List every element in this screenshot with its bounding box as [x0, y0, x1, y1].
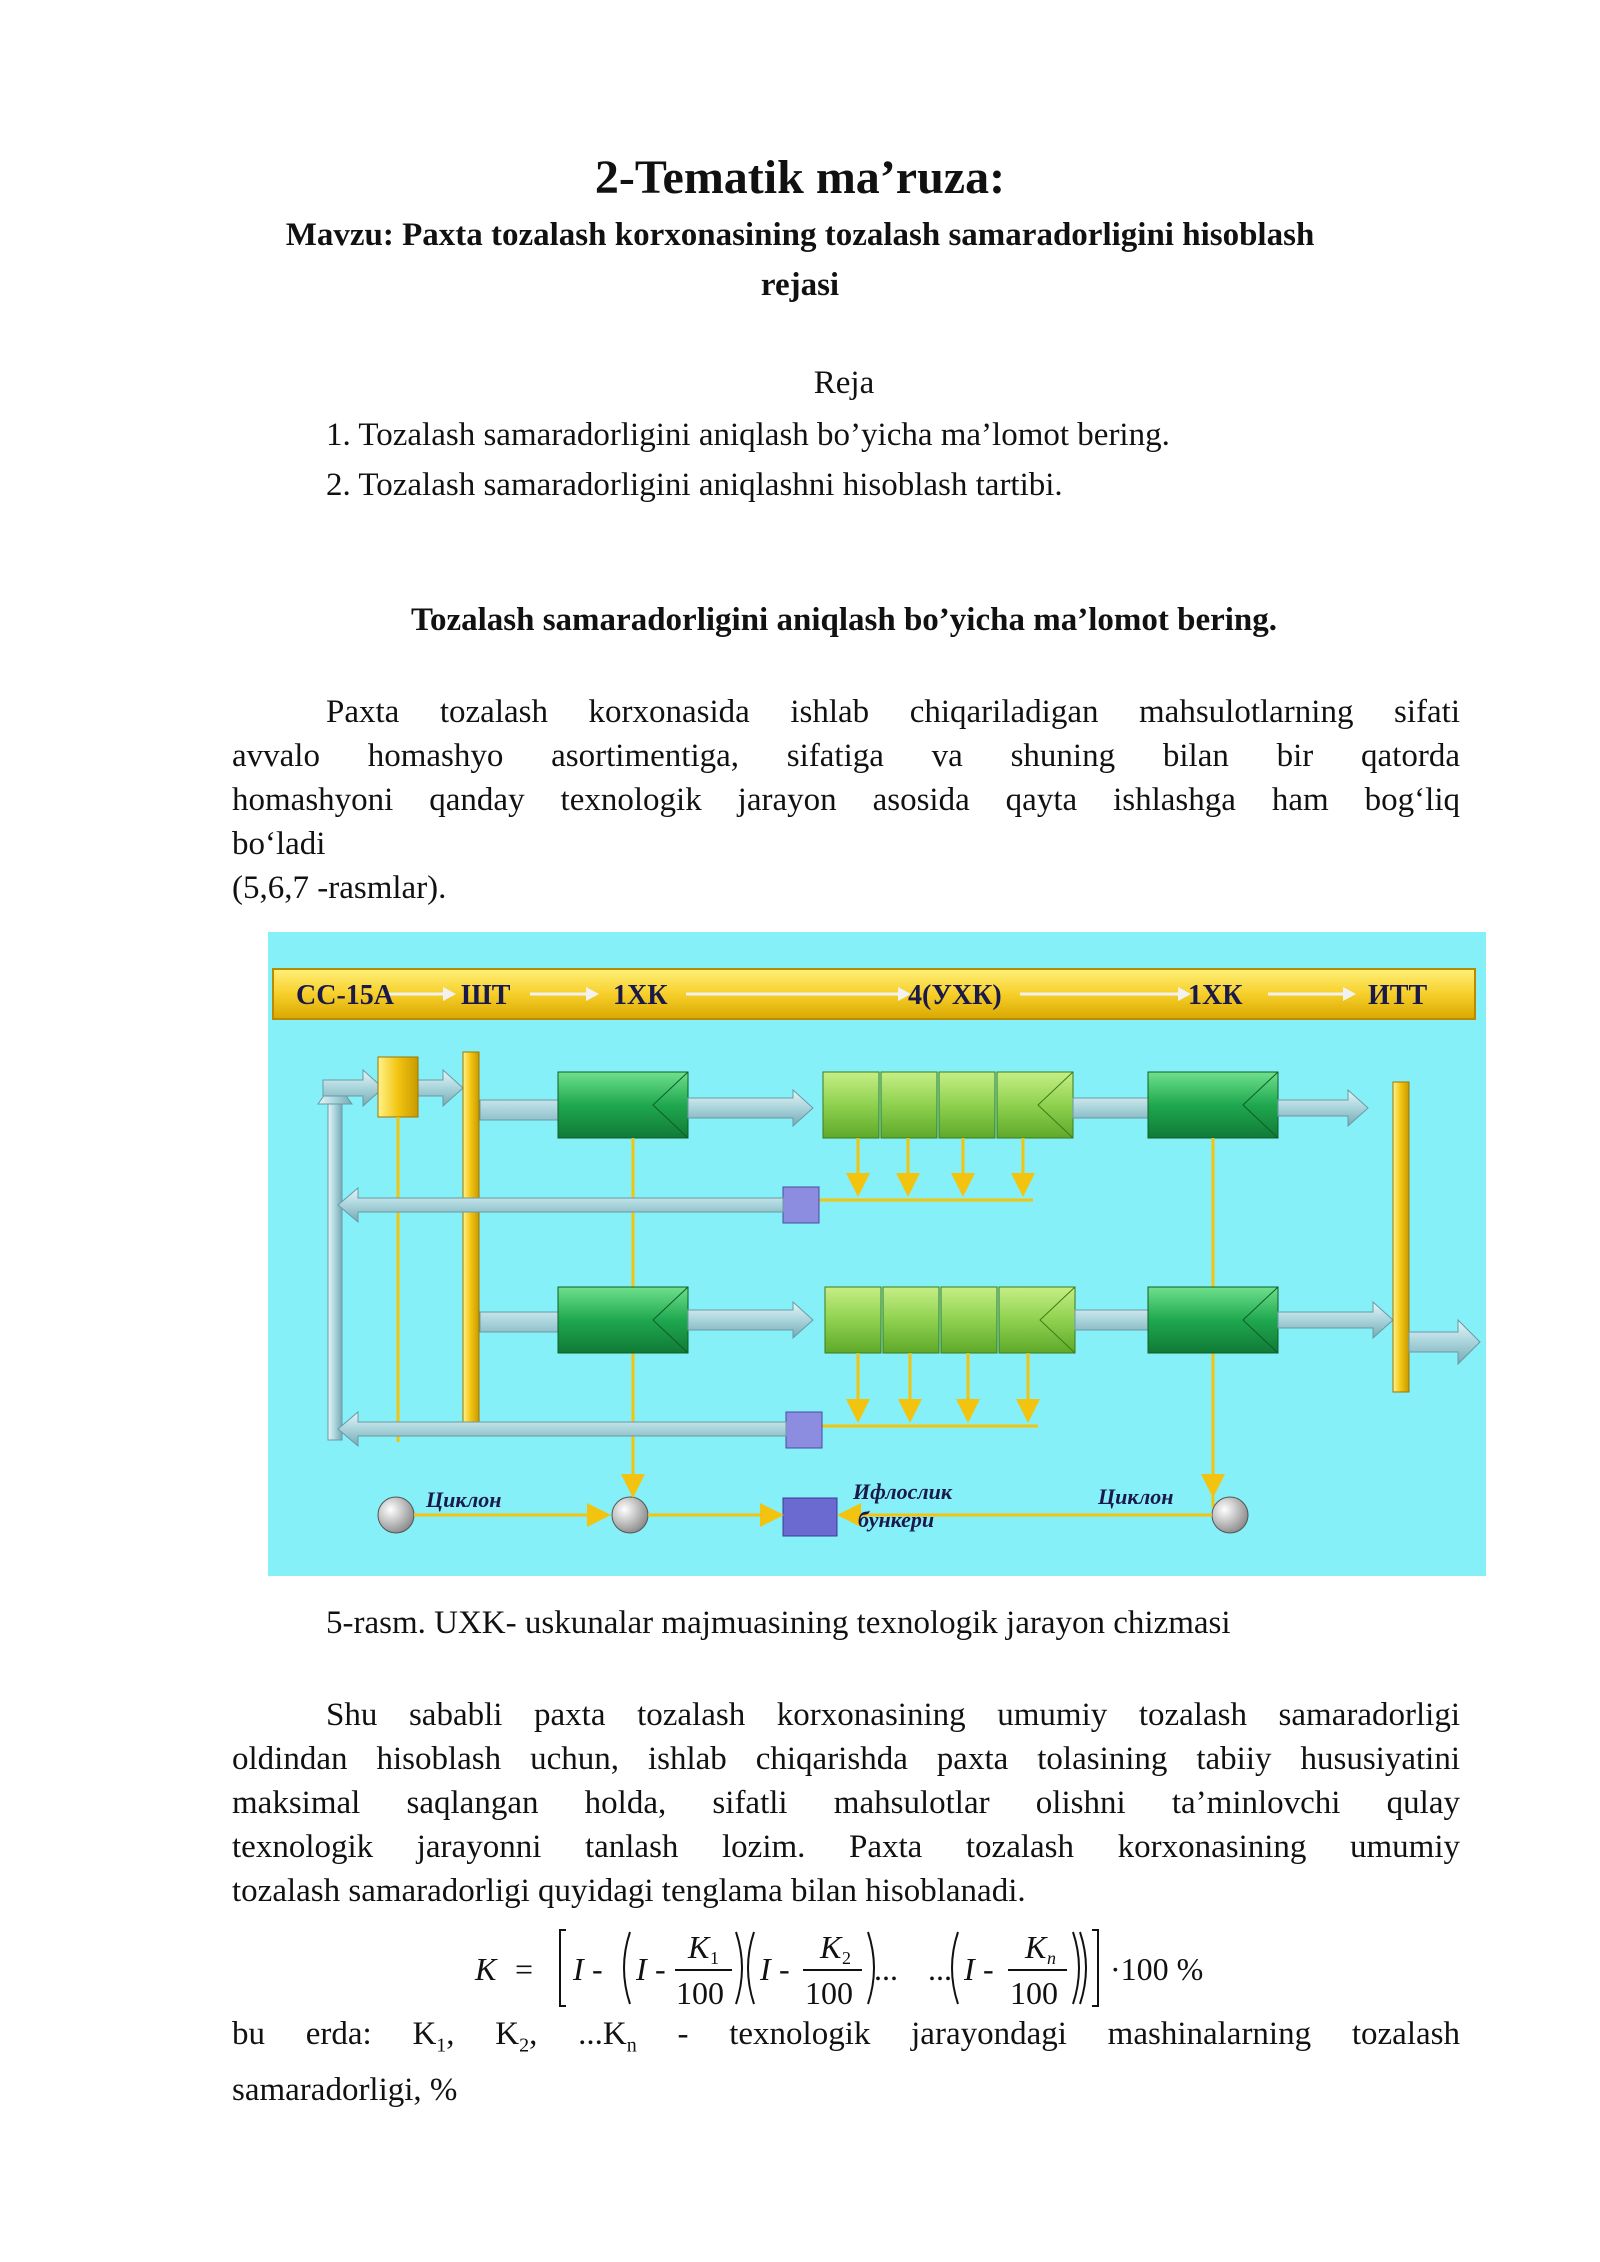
svg-text:-: - — [779, 1951, 790, 1987]
svg-text:100: 100 — [676, 1975, 724, 2011]
cleaner-2 — [1147, 1071, 1279, 1139]
svg-text:I: I — [572, 1951, 585, 1987]
dirt-bunker — [782, 1497, 838, 1537]
formula-k2: K — [819, 1929, 843, 1965]
bunker-1 — [782, 1186, 820, 1224]
para2-line-4: texnologik jarayonni tanlash lozim. Paxt… — [232, 1829, 1460, 1865]
svg-text:-: - — [983, 1951, 994, 1987]
plan-heading: Reja — [813, 365, 875, 401]
cleaner-3 — [557, 1286, 689, 1354]
para1-line-4: bo‘ladi — [232, 826, 326, 862]
header-label-5: 1ХК — [1188, 980, 1243, 1011]
plan-item-1: 1. Tozalash samaradorligini aniqlash bo’… — [326, 417, 1170, 453]
svg-text:...: ... — [874, 1951, 898, 1987]
note-line-2: samaradorligi, % — [232, 2071, 458, 2108]
label-cyclone-right: Циклон — [1097, 1484, 1173, 1509]
header-label-1: СС-15А — [296, 980, 395, 1011]
svg-text:100: 100 — [1010, 1975, 1058, 2011]
bunker-2 — [785, 1411, 823, 1449]
inlet-arrows — [322, 1068, 464, 1108]
right-conveyor — [1392, 1081, 1410, 1393]
para2-line-1: Shu sababli paxta tozalash korxonasining… — [326, 1697, 1460, 1733]
cyclone-row — [377, 1474, 1249, 1537]
svg-text:I: I — [963, 1951, 976, 1987]
formula-lhs: K — [474, 1951, 498, 1987]
svg-text:1: 1 — [710, 1948, 719, 1968]
para2-line-5: tozalash samaradorligi quyidagi tenglama… — [232, 1873, 1026, 1909]
plan-item-2: 2. Tozalash samaradorligini aniqlashni h… — [326, 467, 1063, 503]
svg-text:...: ... — [928, 1951, 952, 1987]
formula-note: bu erda: K1, K2, ...Kn - texnologik jara… — [232, 2012, 1460, 2112]
line-2 — [337, 1286, 1394, 1449]
note-line-1: bu erda: K1, K2, ...Kn - texnologik jara… — [232, 2016, 1460, 2057]
small-machine — [377, 1056, 419, 1118]
label-bunker-1: Ифлослик — [852, 1479, 953, 1504]
line-1 — [337, 1071, 1369, 1507]
svg-text:-: - — [655, 1951, 666, 1987]
label-cyclone-left: Циклон — [425, 1487, 501, 1512]
paragraph-1: Paxta tozalash korxonasida ishlab chiqar… — [232, 690, 1460, 910]
subtitle-line-2: rejasi — [760, 267, 840, 303]
para1-line-2: avvalo homashyo asortimentiga, sifatiga … — [232, 738, 1460, 774]
return-pipe — [327, 1099, 343, 1441]
header-label-2: ШТ — [461, 980, 511, 1011]
header-label-6: ИТТ — [1368, 980, 1427, 1011]
para1-line-1: Paxta tozalash korxonasida ishlab chiqar… — [326, 694, 1460, 730]
uxk-block-2 — [824, 1286, 1076, 1354]
svg-text:n: n — [1047, 1948, 1056, 1968]
main-conveyor — [462, 1051, 480, 1433]
process-diagram: СС-15А ШТ 1ХК 4(УХК) 1ХК ИТТ — [268, 932, 1486, 1576]
header-label-4: 4(УХК) — [908, 980, 1002, 1011]
label-bunker-2: бункери — [858, 1507, 934, 1532]
para2-line-3: maksimal saqlangan holda, sifatli mahsul… — [232, 1785, 1460, 1821]
svg-text:I: I — [759, 1951, 772, 1987]
formula-times100: ·100 % — [1110, 1951, 1203, 1987]
section-heading: Tozalash samaradorligini aniqlash bo’yic… — [410, 602, 1278, 638]
para1-line-3: homashyoni qanday texnologik jarayon aso… — [232, 782, 1460, 818]
formula-eq: = — [515, 1951, 533, 1987]
svg-text:2: 2 — [842, 1948, 851, 1968]
subtitle-line-1: Mavzu: Paxta tozalash korxonasining toza… — [285, 217, 1315, 253]
exit-arrow — [1408, 1318, 1481, 1366]
header-label-3: 1ХК — [613, 980, 668, 1011]
para2-line-2: oldindan hisoblash uchun, ishlab chiqari… — [232, 1741, 1460, 1777]
page-subtitle: Mavzu: Paxta tozalash korxonasining toza… — [230, 210, 1370, 310]
efficiency-formula: K = I - I - K 1 100 I - K 2 100 ... ... … — [474, 1929, 1203, 2011]
paragraph-2: Shu sababli paxta tozalash korxonasining… — [232, 1693, 1460, 1913]
svg-text:I: I — [635, 1951, 648, 1987]
uxk-block-1 — [822, 1071, 1074, 1139]
formula-kn: K — [1024, 1929, 1048, 1965]
figure-caption: 5-rasm. UXK- uskunalar majmuasining texn… — [326, 1605, 1231, 1641]
cleaner-1 — [557, 1071, 689, 1139]
svg-text:-: - — [592, 1951, 603, 1987]
page-title: 2-Tematik ma’ruza: — [594, 151, 1006, 204]
formula-k1: K — [687, 1929, 711, 1965]
para1-line-5: (5,6,7 -rasmlar). — [232, 870, 447, 906]
svg-text:100: 100 — [805, 1975, 853, 2011]
cleaner-4 — [1147, 1286, 1279, 1354]
